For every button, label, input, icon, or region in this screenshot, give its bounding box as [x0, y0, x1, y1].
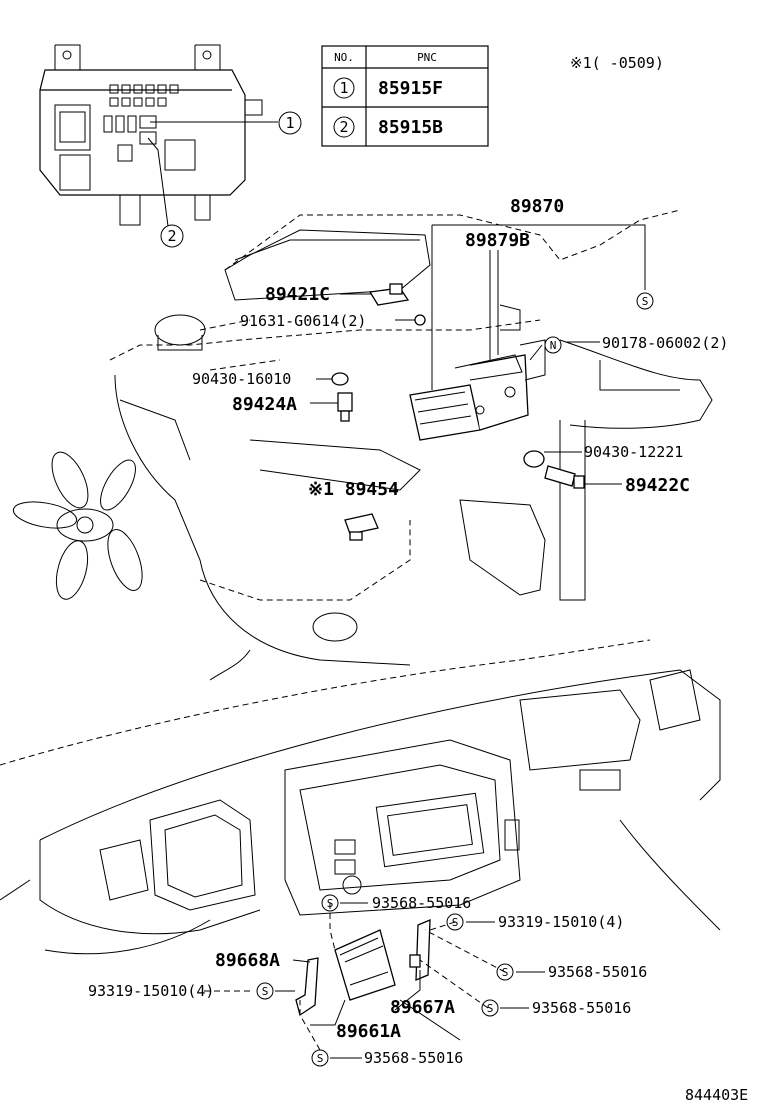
engine-drawing	[12, 209, 713, 681]
table-header-pnc: PNC	[417, 51, 437, 64]
bolt-symbol-s: S	[636, 292, 654, 310]
part-label-89424A: 89424A	[232, 394, 297, 415]
svg-text:S: S	[642, 295, 649, 308]
part-label-93568-55016: 93568-55016	[532, 999, 631, 1017]
relay-box-drawing	[39, 44, 278, 227]
pnc-table: NO. PNC 1 85915F 2 85915B	[321, 45, 489, 147]
part-label-90430-12221: 90430-12221	[584, 443, 683, 461]
diagram-code: 844403E	[685, 1086, 748, 1104]
svg-text:S: S	[327, 897, 334, 910]
callout-1: 1	[278, 111, 302, 135]
part-label-93319-15010: 93319-15010(4)	[88, 982, 214, 1000]
table-row-no: 1	[339, 79, 348, 97]
bolt-symbol-s: S	[481, 999, 499, 1017]
part-label-89870: 89870	[510, 196, 564, 217]
svg-text:S: S	[452, 916, 459, 929]
svg-text:S: S	[502, 966, 509, 979]
gasket-90430-16010-part	[331, 372, 349, 386]
table-row-pnc: 85915B	[378, 117, 443, 138]
footnote: ※1( -0509)	[570, 54, 664, 72]
part-label-93568-55016: 93568-55016	[548, 963, 647, 981]
svg-text:S: S	[262, 985, 269, 998]
part-label-89421C: 89421C	[265, 284, 330, 305]
svg-text:1: 1	[285, 114, 294, 132]
part-label-89667A: 89667A	[390, 997, 455, 1018]
part-label-89661A: 89661A	[336, 1021, 401, 1042]
svg-text:S: S	[487, 1002, 494, 1015]
table-header-no: NO.	[334, 51, 354, 64]
part-label-89879B: 89879B	[465, 230, 530, 251]
part-label-91631-G0614: 91631-G0614(2)	[240, 312, 366, 330]
svg-text:N: N	[550, 339, 557, 352]
nut-symbol-n: N	[544, 336, 562, 354]
part-label-89454: ※1 89454	[308, 479, 399, 500]
leader-lines-dashboard	[200, 902, 545, 1059]
sensor-89454-part	[344, 513, 379, 541]
svg-text:S: S	[317, 1052, 324, 1065]
part-label-89668A: 89668A	[215, 950, 280, 971]
part-label-93568-55016: 93568-55016	[364, 1049, 463, 1067]
bolt-symbol-s: S	[311, 1049, 329, 1067]
bolt-symbol-s: S	[256, 982, 274, 1000]
leader-lines-engine	[199, 224, 646, 485]
ecu-89879B-part	[409, 339, 546, 441]
bracket-89668A-part	[295, 957, 319, 1017]
sensor-89422C-part	[544, 465, 585, 489]
table-row-no: 2	[339, 118, 348, 136]
callout-2: 2	[160, 224, 184, 248]
part-label-89422C: 89422C	[625, 475, 690, 496]
dashboard-drawing	[0, 639, 721, 1041]
sensor-89421C-part	[368, 283, 410, 306]
bolt-symbol-s: S	[321, 894, 339, 912]
svg-text:2: 2	[167, 227, 176, 245]
sensor-89424A-part	[337, 392, 353, 422]
part-label-90178-06002: 90178-06002(2)	[602, 334, 728, 352]
bolt-symbol-s: S	[496, 963, 514, 981]
part-label-93319-15010: 93319-15010(4)	[498, 913, 624, 931]
gasket-90430-12221-part	[523, 450, 545, 468]
ecm-89661A-part	[334, 929, 396, 1001]
table-row-pnc: 85915F	[378, 78, 443, 99]
bolt-symbol-s: S	[446, 913, 464, 931]
part-label-93568-55016: 93568-55016	[372, 894, 471, 912]
part-label-90430-16010: 90430-16010	[192, 370, 291, 388]
